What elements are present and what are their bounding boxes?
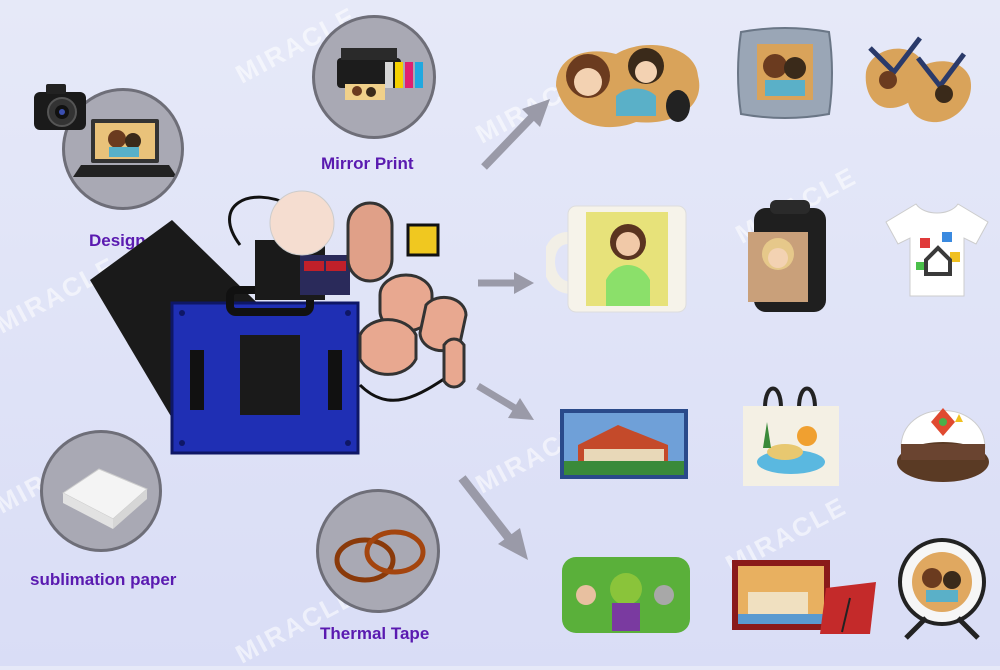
photo-frame [730,558,880,636]
arrow-icon [481,99,550,170]
laptop-icon [73,119,177,177]
sublimation-paper-circle [40,430,162,552]
thermal-tape-circle [316,489,440,613]
camera-icon [32,80,88,134]
mirror-print-label: Mirror Print [321,154,414,173]
design-label: Design [89,231,146,250]
mouse-pad-rect [560,555,692,635]
paper-stack-icon [62,468,148,529]
backpack [740,198,840,316]
tape-roll-icon [334,529,426,583]
cap [893,378,993,488]
slate-photo [558,405,690,481]
thermal-tape-label: Thermal Tape [320,624,430,643]
printer-icon [337,48,423,100]
mug [546,198,696,316]
sublimation-paper-label: sublimation paper [30,570,177,589]
design-circle [62,88,184,210]
t-shirt [882,200,992,300]
mirror-print-circle [312,15,436,139]
arrow-icon [458,475,528,560]
flip-flops [860,28,980,128]
plate [896,538,988,642]
arrow-icon [478,272,534,294]
tote-bag [735,378,845,488]
heat-press-machine [90,185,470,460]
mouse-pad-puzzle [546,26,708,134]
arrow-icon [476,382,534,420]
pillow [735,24,835,122]
